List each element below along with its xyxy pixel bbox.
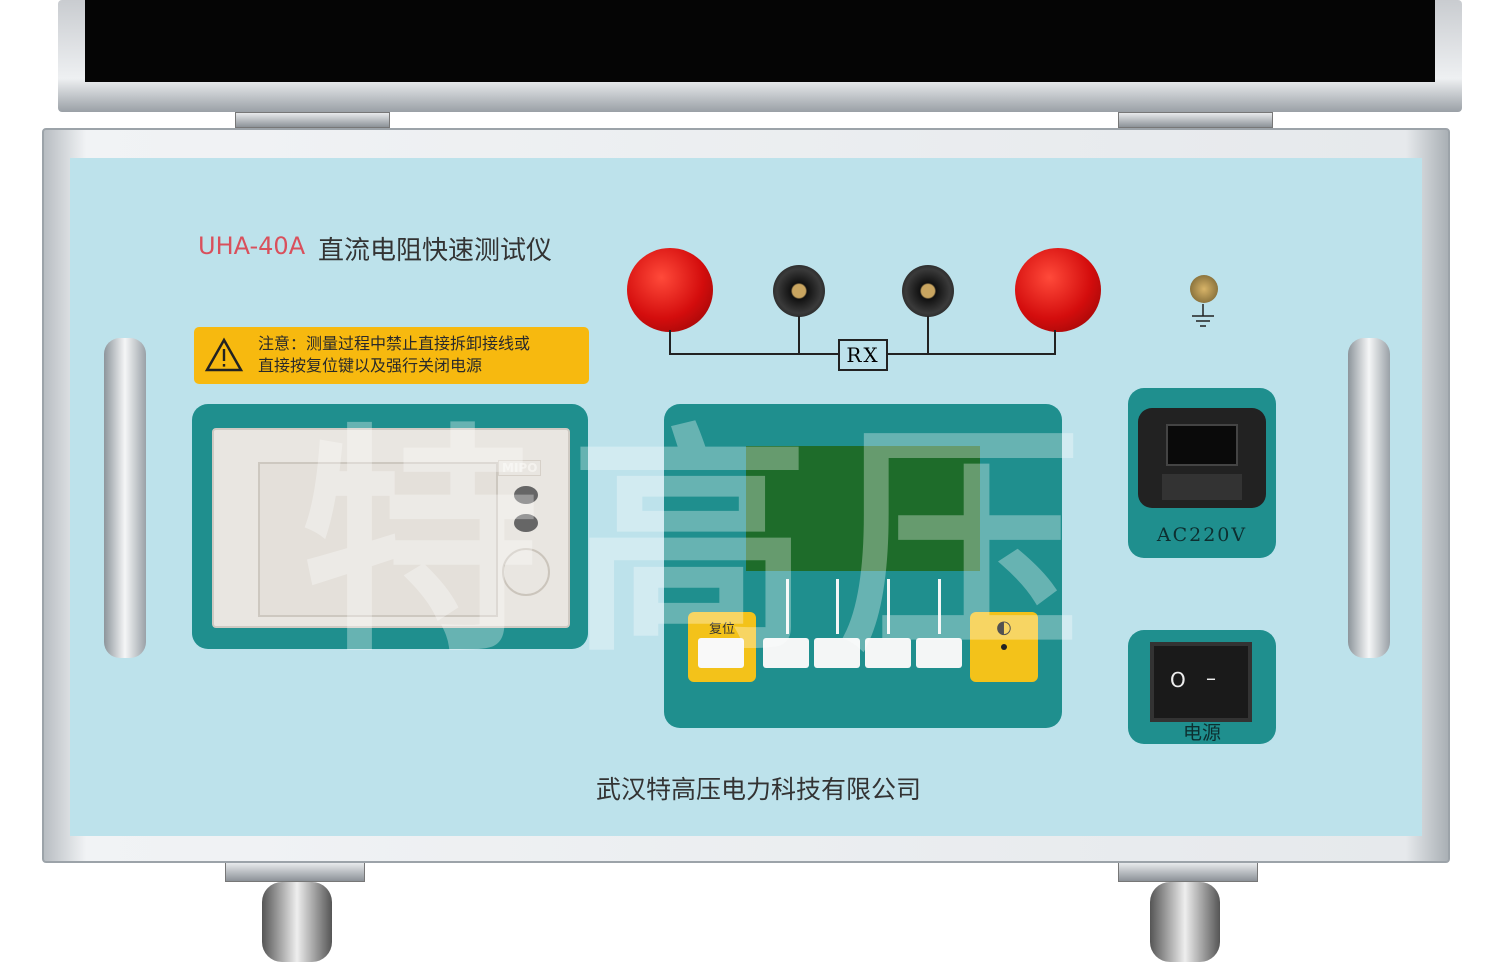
printer-sel-button[interactable] xyxy=(514,514,538,532)
printer-brand-logo: MIPO xyxy=(498,460,542,476)
rx-label: RX xyxy=(838,339,888,371)
lcd-screen xyxy=(746,446,980,571)
warning-icon xyxy=(204,337,244,372)
power-bay: O – 电源 xyxy=(1128,630,1276,744)
key-line xyxy=(887,579,890,634)
ground-terminal[interactable] xyxy=(1190,275,1218,303)
device-title: 直流电阻快速测试仪 xyxy=(318,236,553,266)
wire xyxy=(1054,330,1056,354)
company-name: 武汉特高压电力科技有限公司 xyxy=(596,775,922,804)
function-key-4[interactable] xyxy=(916,638,962,668)
ac-power-socket[interactable] xyxy=(1138,408,1266,508)
function-key-2[interactable] xyxy=(814,638,860,668)
right-handle[interactable] xyxy=(1348,338,1390,658)
power-label: 电源 xyxy=(1182,722,1221,744)
power-switch[interactable]: O – xyxy=(1150,642,1252,722)
printer-knob[interactable] xyxy=(502,548,550,596)
warning-line-1: 注意：测量过程中禁止直接拆卸接线或 xyxy=(258,334,531,353)
ground-icon xyxy=(1192,304,1214,327)
warning-line-2: 直接按复位键以及强行关闭电源 xyxy=(258,356,483,375)
voltage-terminal-left[interactable] xyxy=(773,265,825,317)
wire xyxy=(798,316,800,354)
contrast-icon: ◐ xyxy=(996,617,1012,638)
hinge xyxy=(235,112,390,128)
current-terminal-left[interactable] xyxy=(627,248,713,332)
lid-interior xyxy=(85,0,1435,82)
warning-label: 注意：测量过程中禁止直接拆卸接线或 直接按复位键以及强行关闭电源 xyxy=(194,327,589,384)
reset-label: 复位 xyxy=(708,622,735,637)
printer: MIPO xyxy=(212,428,570,628)
current-terminal-right[interactable] xyxy=(1015,248,1101,332)
function-key-3[interactable] xyxy=(865,638,911,668)
model-number: UHA-40A xyxy=(198,232,306,260)
contrast-dot xyxy=(1001,644,1007,650)
latch xyxy=(225,862,365,882)
wire xyxy=(927,316,929,354)
ac-label: AC220V xyxy=(1156,524,1248,546)
wire xyxy=(669,330,671,354)
latch-clasp[interactable] xyxy=(1150,882,1220,962)
printer-feed-button[interactable] xyxy=(514,486,538,504)
key-line xyxy=(938,579,941,634)
switch-on-mark: – xyxy=(1206,666,1216,690)
ac-inlet-bay: AC220V xyxy=(1128,388,1276,558)
switch-off-mark: O xyxy=(1170,668,1186,692)
left-handle[interactable] xyxy=(104,338,146,658)
reset-button[interactable]: 复位 xyxy=(688,612,756,682)
display-bay: 复位 ◐ xyxy=(664,404,1062,728)
fuse-holder[interactable] xyxy=(1162,474,1242,500)
function-key-1[interactable] xyxy=(763,638,809,668)
latch xyxy=(1118,862,1258,882)
contrast-button[interactable]: ◐ xyxy=(970,612,1038,682)
key-line xyxy=(836,579,839,634)
reset-key[interactable] xyxy=(698,638,744,668)
printer-paper-door[interactable] xyxy=(258,462,498,617)
latch-clasp[interactable] xyxy=(262,882,332,962)
hinge xyxy=(1118,112,1273,128)
voltage-terminal-right[interactable] xyxy=(902,265,954,317)
key-line xyxy=(786,579,789,634)
socket-pins xyxy=(1166,424,1238,466)
